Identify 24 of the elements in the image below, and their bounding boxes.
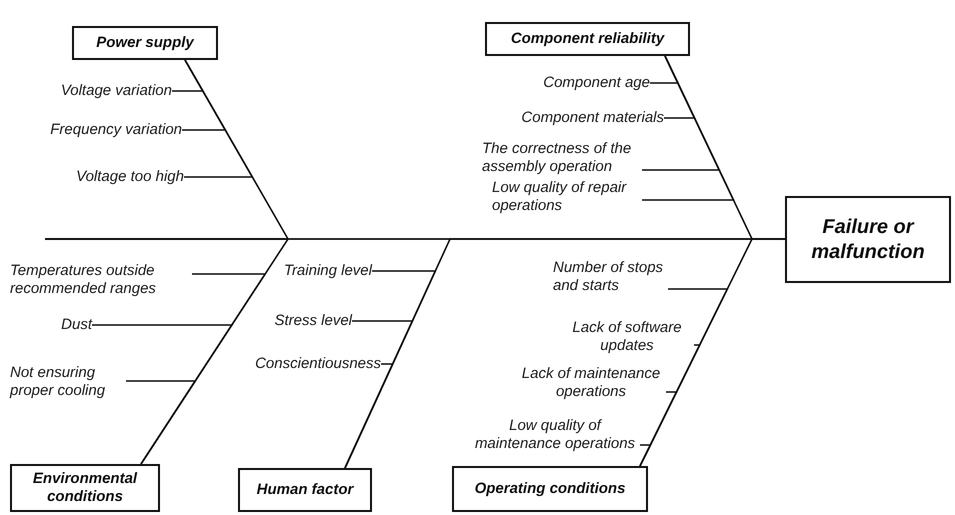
- cause-label: The correctness of the assembly operation: [482, 140, 642, 176]
- cause-label: Dust: [32, 316, 92, 334]
- cause-label: Lack of software updates: [560, 319, 694, 355]
- category-box: Operating conditions: [452, 466, 648, 512]
- cause-label: Temperatures outside recommended ranges: [10, 262, 192, 298]
- bone-line: [639, 238, 785, 466]
- effect-box: Failure or malfunction: [785, 196, 951, 283]
- cause-label: Conscientiousness: [231, 355, 381, 373]
- cause-label: Voltage too high: [34, 168, 184, 186]
- category-box: Human factor: [238, 468, 372, 512]
- cause-label: Voltage variation: [22, 82, 172, 100]
- cause-label: Number of stops and starts: [553, 259, 668, 295]
- cause-label: Low quality of repair operations: [492, 179, 642, 215]
- cause-label: Component age: [480, 74, 650, 92]
- cause-label: Training level: [262, 262, 372, 280]
- cause-label: Stress level: [252, 312, 352, 330]
- cause-label: Not ensuring proper cooling: [10, 364, 126, 400]
- category-box: Power supply: [72, 26, 218, 60]
- category-box: Environmental conditions: [10, 464, 160, 512]
- cause-label: Low quality of maintenance operations: [470, 417, 640, 453]
- category-box: Component reliability: [485, 22, 690, 56]
- cause-label: Frequency variation: [12, 121, 182, 139]
- cause-label: Component materials: [474, 109, 664, 127]
- cause-label: Lack of maintenance operations: [516, 365, 666, 401]
